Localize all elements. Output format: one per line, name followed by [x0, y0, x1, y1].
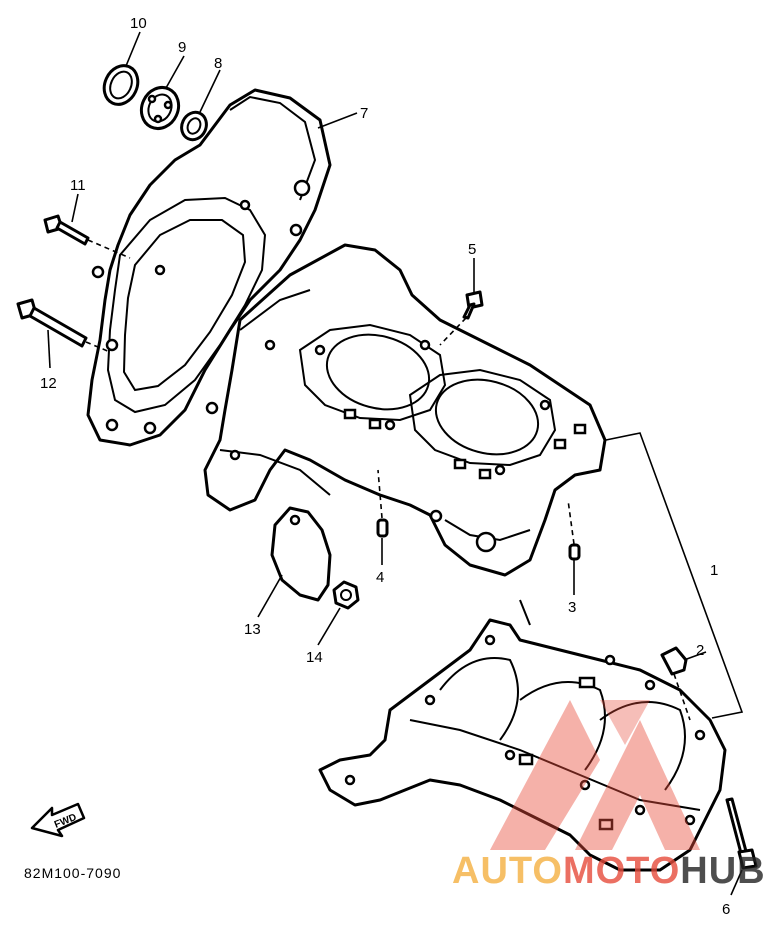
callout-5: 5 [468, 241, 476, 258]
leader-lines [47, 31, 744, 896]
callout-11: 11 [70, 177, 86, 194]
watermark-text-auto: AUTO [452, 850, 563, 892]
part-14-nut [332, 580, 360, 610]
part-12-long-bolt [16, 298, 88, 348]
part-10-oil-seal [102, 64, 140, 106]
part-9-bearing [139, 86, 181, 130]
callout-1: 1 [710, 562, 718, 579]
part-4-dowel-pin [376, 518, 389, 538]
watermark-text-moto: MOTO [563, 850, 680, 892]
callout-4: 4 [376, 569, 384, 586]
part-6-bolt [725, 797, 758, 870]
callout-8: 8 [214, 55, 222, 72]
callout-7: 7 [360, 105, 368, 122]
callout-12: 12 [40, 375, 57, 392]
callout-13: 13 [244, 621, 261, 638]
part-8-collar [180, 110, 208, 142]
diagram-code: 82M100-7090 [24, 865, 121, 881]
part-13-cover-plate [270, 506, 332, 602]
watermark-text: AUTOMOTOHUB [452, 850, 766, 892]
callout-9: 9 [178, 39, 186, 56]
callout-14: 14 [306, 649, 323, 666]
upper-crankcase [203, 243, 607, 577]
watermark: AUTOMOTOHUB [452, 700, 766, 892]
part-2-plug [660, 646, 688, 676]
part-3-dowel-pin [568, 543, 581, 561]
watermark-logo [490, 700, 700, 850]
part-5-bolt [462, 290, 484, 320]
part-7-crankcase-cover [86, 88, 332, 447]
forward-arrow: FWD [30, 802, 86, 838]
watermark-text-hub: HUB [680, 850, 765, 892]
callout-2: 2 [696, 642, 704, 659]
part-11-bolt [43, 214, 90, 246]
callout-3: 3 [568, 599, 576, 616]
lower-crankcase [318, 599, 727, 872]
callout-labels: 10 9 8 7 11 12 5 4 3 13 14 1 2 6 [40, 15, 730, 918]
callout-10: 10 [130, 15, 147, 32]
callout-6: 6 [722, 901, 730, 918]
